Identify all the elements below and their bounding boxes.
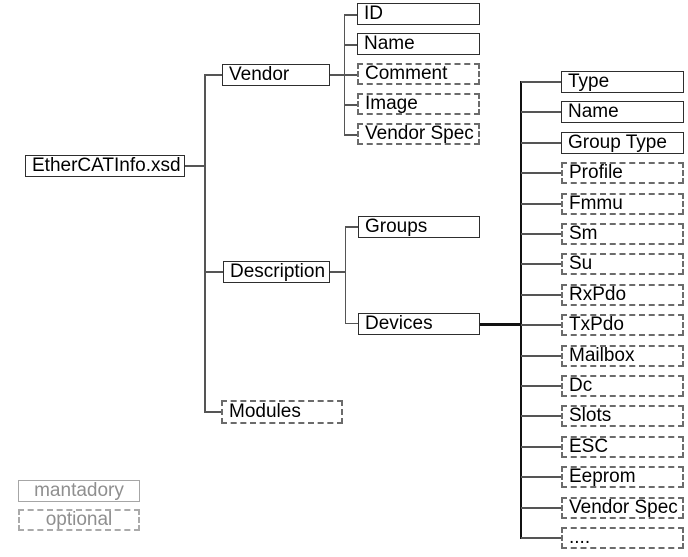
node-modules: Modules: [221, 400, 343, 424]
connector-branch-mailbox: [521, 355, 561, 357]
node-dev-vendor-spec: Vendor Spec: [561, 497, 684, 519]
connector-branch-esc: [521, 446, 561, 448]
connector-devices-spine: [520, 81, 522, 539]
connector-trunk-to-modules: [204, 411, 222, 413]
connector-trunk-to-description: [204, 271, 224, 273]
connector-branch-dev-name: [521, 111, 561, 113]
connector-branch-fmmu: [521, 203, 561, 205]
connector-branch-name: [344, 44, 358, 46]
connector-branch-type: [521, 81, 561, 83]
node-description: Description: [223, 261, 330, 283]
connector-branch-group-type: [521, 142, 561, 144]
node-ellipsis: ....: [561, 527, 684, 549]
connector-branch-dev-vendor-spec: [521, 507, 561, 509]
node-type: Type: [561, 71, 684, 93]
connector-branch-sm: [521, 233, 561, 235]
connector-description-spine: [344, 226, 346, 324]
node-groups: Groups: [358, 216, 480, 238]
connector-branch-profile: [521, 172, 561, 174]
connector-branch-ellipsis: [521, 537, 561, 539]
node-group-type: Group Type: [561, 132, 684, 154]
node-txpdo: TxPdo: [561, 314, 684, 336]
node-slots: Slots: [561, 405, 684, 427]
connector-branch-devices: [345, 322, 359, 324]
connector-branch-eeprom: [521, 476, 561, 478]
connector-branch-comment: [344, 74, 358, 76]
node-fmmu: Fmmu: [561, 193, 684, 215]
node-su: Su: [561, 253, 684, 275]
connector-branch-id: [344, 14, 358, 16]
node-eeprom: Eeprom: [561, 466, 684, 488]
node-id: ID: [357, 3, 480, 25]
connector-branch-dc: [521, 385, 561, 387]
node-name: Name: [357, 33, 480, 55]
connector-branch-su: [521, 263, 561, 265]
node-mailbox: Mailbox: [561, 345, 684, 367]
node-dc: Dc: [561, 375, 684, 397]
node-sm: Sm: [561, 223, 684, 245]
node-profile: Profile: [561, 162, 684, 184]
node-esc: ESC: [561, 436, 684, 458]
connector-branch-rxpdo: [521, 294, 561, 296]
connector-branch-vendor-spec: [344, 134, 358, 136]
connector-devices-out: [480, 322, 521, 326]
node-rxpdo: RxPdo: [561, 284, 684, 306]
legend-mandatory-box: mantadory: [18, 480, 140, 502]
connector-branch-txpdo: [521, 324, 561, 326]
node-ethercatinfo-xsd: EtherCATInfo.xsd: [25, 155, 185, 177]
node-comment: Comment: [357, 63, 480, 85]
connector-description-out: [330, 271, 345, 273]
connector-trunk: [204, 74, 206, 412]
node-dev-name: Name: [561, 101, 684, 123]
legend-optional-box: optional: [18, 509, 140, 531]
connector-branch-groups: [345, 226, 359, 228]
node-vendor: Vendor: [222, 64, 330, 86]
connector-branch-slots: [521, 415, 561, 417]
node-devices: Devices: [358, 313, 480, 335]
node-image: Image: [357, 93, 480, 115]
node-vendor-spec: Vendor Spec: [357, 123, 480, 145]
connector-vendor-out: [330, 74, 345, 76]
connector-trunk-to-vendor: [204, 74, 223, 76]
connector-branch-image: [344, 104, 358, 106]
connector-root-to-trunk: [185, 165, 205, 167]
